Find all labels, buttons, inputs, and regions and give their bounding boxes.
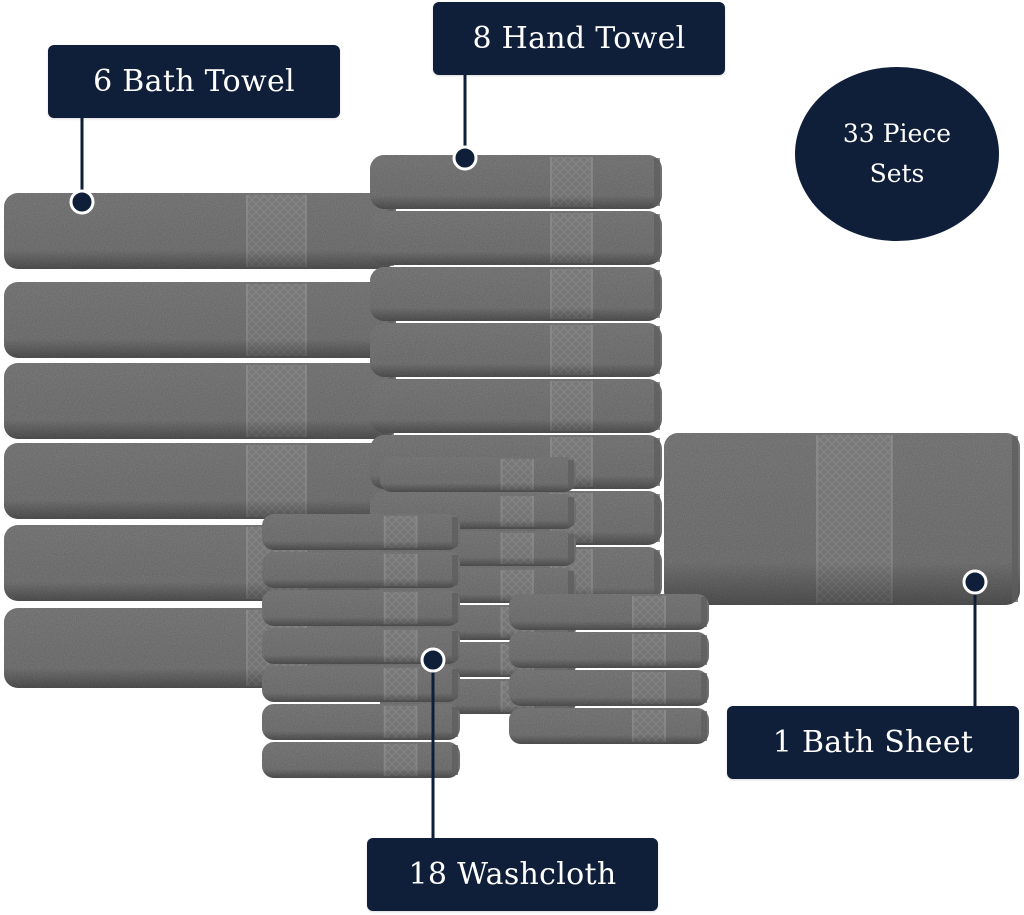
hand-towel-1: [370, 155, 662, 209]
washcloth-c-1: [509, 594, 709, 630]
washcloth-c-4: [509, 708, 709, 744]
bath-sheet: [664, 433, 1020, 605]
hand-towel-2: [370, 211, 662, 265]
bath-sheet-pointer: [962, 569, 988, 706]
washcloth-b-4: [262, 628, 460, 664]
washcloth-b-1: [262, 514, 460, 550]
hand-towel-3: [370, 267, 662, 321]
washcloth-b-6: [262, 704, 460, 740]
washcloth-pointer: [420, 647, 446, 838]
hand-towel-pointer: [452, 75, 478, 171]
hand-towel-label: 8 Hand Towel: [433, 2, 725, 75]
hand-towel-5: [370, 379, 662, 433]
washcloth-a-2: [380, 494, 576, 529]
washcloth-b-2: [262, 552, 460, 588]
bath-towel-pointer: [69, 118, 95, 215]
bath-towel-4: [4, 443, 396, 519]
bath-towel-2: [4, 282, 396, 358]
piece-count-badge: 33 Piece Sets: [795, 67, 999, 241]
washcloth-c-3: [509, 670, 709, 706]
badge-line-1: 33 Piece: [842, 119, 952, 148]
washcloth-b-3: [262, 590, 460, 626]
washcloth-c-2: [509, 632, 709, 668]
washcloth-a-1: [380, 457, 576, 492]
washcloth-b-7: [262, 742, 460, 778]
bath-towel-3: [4, 363, 396, 439]
washcloth-label: 18 Washcloth: [367, 838, 658, 911]
badge-line-2: Sets: [869, 159, 925, 188]
bath-towel-label: 6 Bath Towel: [48, 45, 340, 118]
washcloth-b-5: [262, 666, 460, 702]
bath-towel-1: [4, 193, 396, 269]
hand-towel-4: [370, 323, 662, 377]
bath-sheet-label: 1 Bath Sheet: [727, 706, 1019, 779]
